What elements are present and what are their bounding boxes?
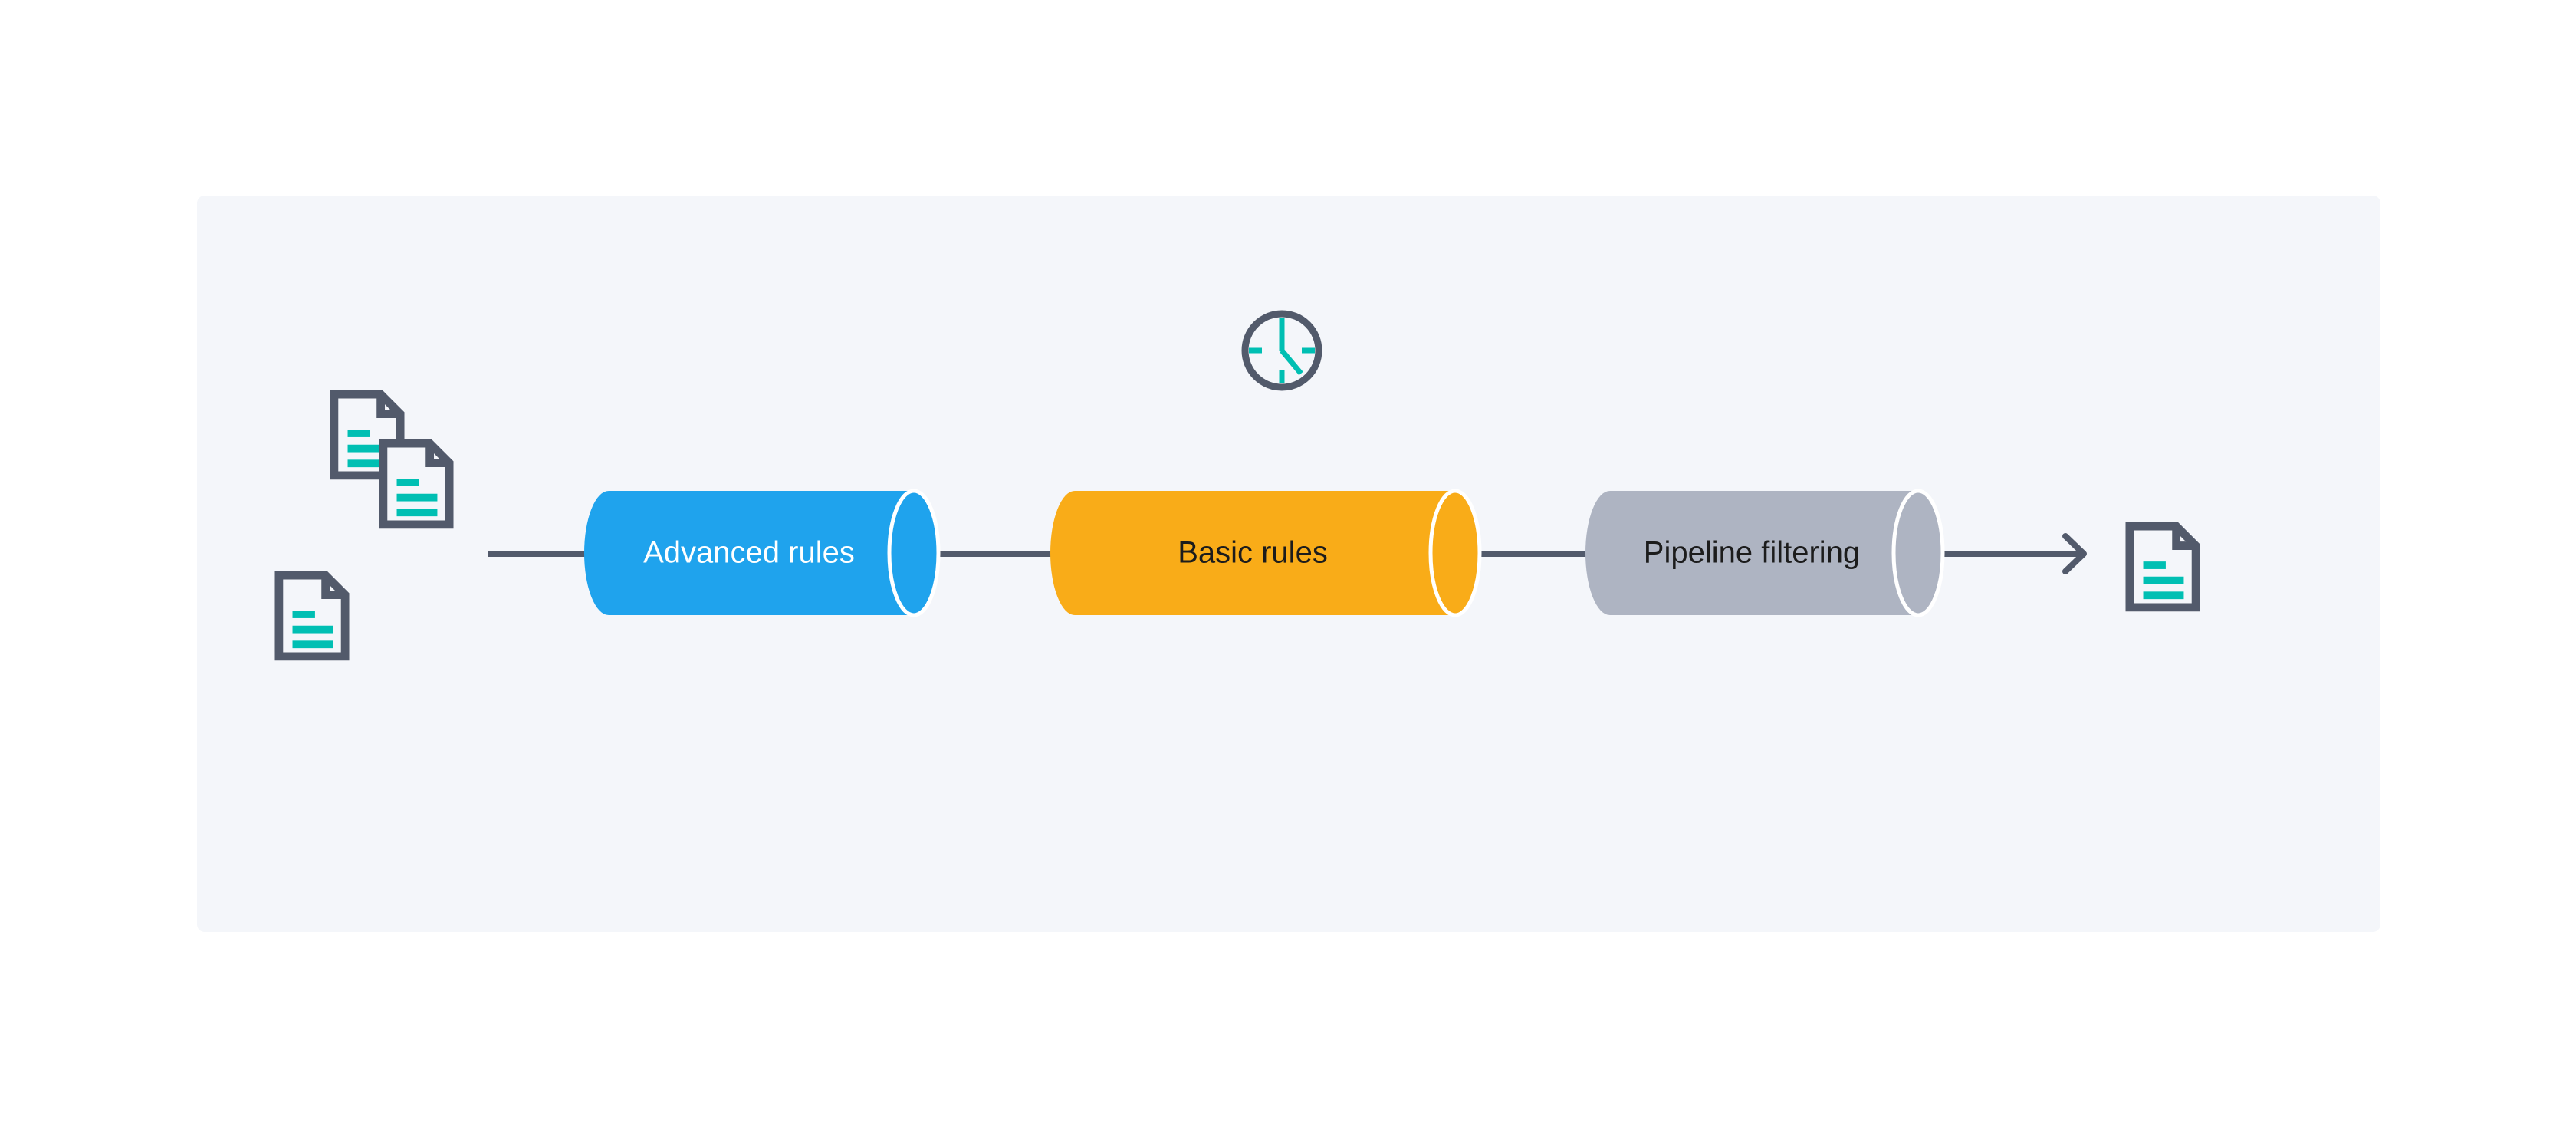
input-document-2 <box>383 443 449 525</box>
clock-hour-hand <box>1280 348 1303 376</box>
clock-tick-6 <box>1279 370 1285 383</box>
stage-pipeline-filtering[interactable]: Pipeline filtering <box>1585 489 1945 617</box>
flow-arrow-head <box>2062 533 2087 574</box>
output-document <box>2130 526 2196 607</box>
stage-pipeline-filtering-cap <box>1891 489 1945 617</box>
clock-ring <box>1241 310 1322 391</box>
stage-advanced-rules-body <box>584 491 914 615</box>
stage-basic-rules-body <box>1050 491 1455 615</box>
stage-advanced-rules-cap <box>887 489 941 617</box>
clock-icon <box>1241 310 1322 391</box>
stage-basic-rules-cap <box>1428 489 1482 617</box>
input-document-3 <box>279 575 345 657</box>
stage-advanced-rules[interactable]: Advanced rules <box>584 489 941 617</box>
stage-pipeline-filtering-label: Pipeline filtering <box>1644 536 1860 570</box>
stage-basic-rules[interactable]: Basic rules <box>1050 489 1482 617</box>
clock-tick-9 <box>1249 347 1262 354</box>
stage-pipeline-filtering-body <box>1585 491 1918 615</box>
stage-basic-rules-label: Basic rules <box>1178 536 1328 570</box>
clock-tick-3 <box>1302 347 1315 354</box>
stage-advanced-rules-label: Advanced rules <box>643 536 855 570</box>
